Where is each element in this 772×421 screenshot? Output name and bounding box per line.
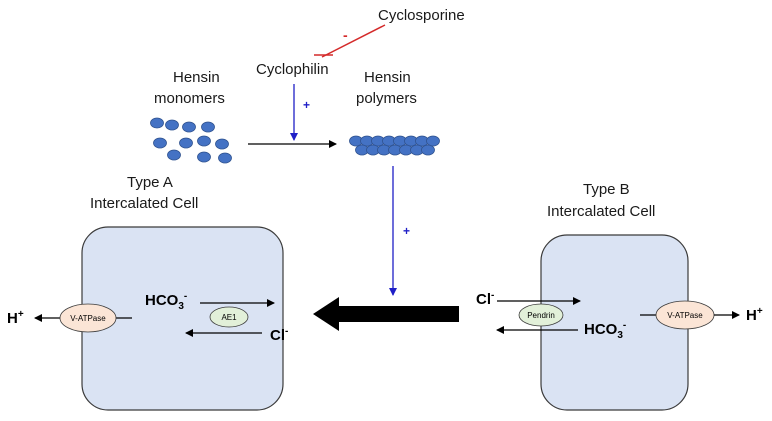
type-a-v-atpase-label: V-ATPase: [70, 314, 106, 323]
type-b-pendrin-label: Pendrin: [527, 311, 555, 320]
hensin-polymer-unit: [426, 135, 440, 147]
cyclosporine-inhibition-line: [321, 24, 386, 58]
hensin-monomer: [201, 121, 215, 133]
cyclophilin-plus-sign: +: [303, 98, 310, 112]
polymer-plus-sign: +: [403, 224, 410, 238]
type-a-v-atpase: [59, 303, 117, 333]
hensin-monomer: [182, 121, 196, 133]
cyclophilin-label: Cyclophilin: [256, 61, 329, 78]
hensin-monomer: [179, 137, 193, 149]
type-b-h-ion: H+: [746, 306, 763, 324]
type-b-cl-ion: Cl-: [476, 290, 494, 308]
cyclosporine-label: Cyclosporine: [378, 7, 465, 24]
type-a-label-line2: Intercalated Cell: [90, 195, 198, 212]
type-b-v-atpase-label: V-ATPase: [667, 311, 703, 320]
hensin-monomer: [150, 117, 164, 129]
hensin-polymer-unit: [421, 144, 435, 156]
hensin-monomer: [167, 149, 181, 161]
type-a-hco3-ion: HCO3-: [145, 291, 187, 312]
inhibition-sign: -: [343, 27, 348, 43]
hensin-polymers-label-line1: Hensin: [364, 69, 411, 86]
hensin-monomers: [150, 117, 232, 164]
type-a-h-ion: H+: [7, 309, 24, 327]
type-a-cl-ion: Cl-: [270, 326, 288, 344]
type-a-label-line1: Type A: [127, 174, 173, 191]
hensin-polymers-label-line2: polymers: [356, 90, 417, 107]
hensin-monomer: [218, 152, 232, 164]
type-b-pendrin-exchanger: [518, 303, 564, 327]
type-a-ae1-label: AE1: [221, 313, 237, 322]
hensin-monomer: [165, 119, 179, 131]
type-b-label-line2: Intercalated Cell: [547, 203, 655, 220]
hensin-monomer: [215, 138, 229, 150]
hensin-polymer-chain: [349, 135, 440, 156]
hensin-monomer: [153, 137, 167, 149]
type-b-hco3-ion: HCO3-: [584, 320, 626, 341]
type-b-label-line1: Type B: [583, 181, 630, 198]
type-a-ae1-exchanger: [209, 306, 249, 328]
hensin-monomer: [197, 151, 211, 163]
hensin-monomers-label-line1: Hensin: [173, 69, 220, 86]
conversion-arrow: [313, 297, 459, 331]
hensin-monomers-label-line2: monomers: [154, 90, 225, 107]
hensin-monomer: [197, 135, 211, 147]
